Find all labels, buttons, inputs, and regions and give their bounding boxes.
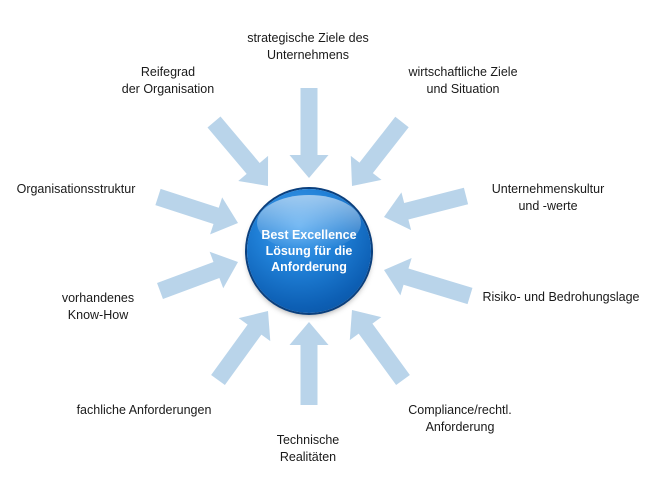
factor-label-economic-goals: wirtschaftliche Ziele und Situation (398, 64, 528, 98)
factor-label-line: Realitäten (279, 450, 337, 464)
arrow-maturity (207, 116, 269, 187)
factor-label-line: Unternehmens (267, 48, 349, 62)
center-label: Best Excellence Lösung für die Anforderu… (261, 227, 356, 275)
factor-label-line: Organisationsstruktur (16, 182, 136, 196)
arrow-risk (384, 257, 473, 305)
factor-label-line: der Organisation (121, 82, 215, 96)
factor-label-line: Anforderung (425, 420, 495, 434)
factor-label-line: vorhandenes (61, 291, 135, 305)
arrow-functional (211, 310, 271, 385)
factor-label-org-structure: Organisationsstruktur (6, 181, 146, 198)
center-label-line: Best Excellence (261, 228, 357, 242)
factor-label-functional: fachliche Anforderungen (64, 402, 224, 419)
factor-label-line: strategische Ziele des (247, 31, 369, 45)
arrow-corporate-culture (383, 187, 469, 231)
arrow-economic-goals (350, 116, 409, 186)
arrow-compliance (349, 309, 410, 386)
arrow-strategic-goals (289, 88, 329, 178)
center-circle: Best Excellence Lösung für die Anforderu… (247, 189, 371, 313)
arrow-technical (289, 322, 329, 405)
factor-label-line: wirtschaftliche Ziele (408, 65, 518, 79)
factor-label-corporate-culture: Unternehmenskultur und -werte (478, 181, 618, 215)
factor-label-maturity: Reifegrad der Organisation (108, 64, 228, 98)
factor-label-strategic-goals: strategische Ziele des Unternehmens (238, 30, 378, 64)
factor-label-line: Compliance/rechtl. (408, 403, 512, 417)
factor-label-risk: Risiko- und Bedrohungslage (476, 289, 646, 306)
arrow-know-how (157, 251, 238, 299)
factor-label-know-how: vorhandenes Know-How (48, 290, 148, 324)
factor-label-line: Reifegrad (140, 65, 196, 79)
factor-label-line: Know-How (67, 308, 129, 322)
center-label-line: Lösung für die (265, 244, 353, 258)
factor-label-compliance: Compliance/rechtl. Anforderung (395, 402, 525, 436)
factor-label-line: Technische (276, 433, 340, 447)
arrow-org-structure (155, 188, 239, 235)
factor-label-technical: Technische Realitäten (258, 432, 358, 466)
factor-label-line: fachliche Anforderungen (76, 403, 212, 417)
factor-label-line: und Situation (426, 82, 500, 96)
factor-label-line: und -werte (518, 199, 578, 213)
factor-label-line: Unternehmenskultur (491, 182, 605, 196)
factor-label-line: Risiko- und Bedrohungslage (482, 290, 640, 304)
center-label-line: Anforderung (271, 260, 347, 274)
